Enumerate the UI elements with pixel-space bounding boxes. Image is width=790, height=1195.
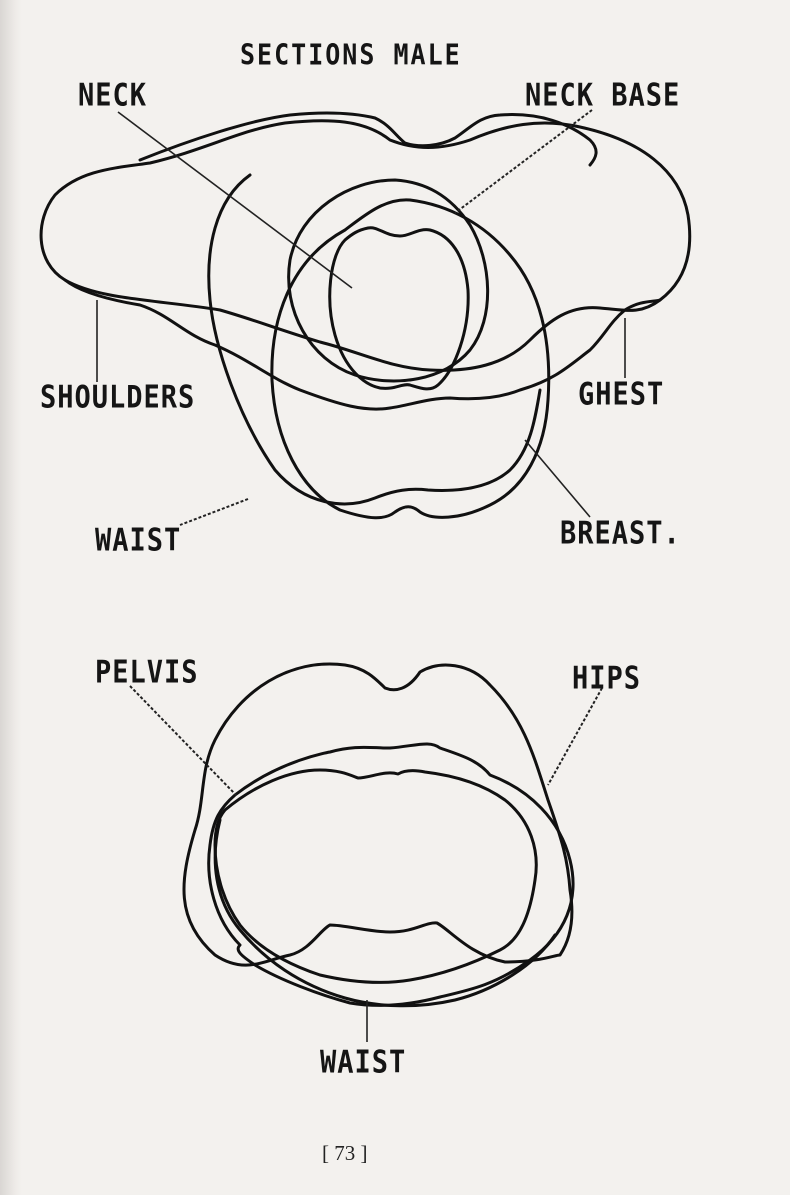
hips-outline bbox=[207, 742, 575, 1007]
shoulders-outline bbox=[39, 119, 692, 372]
neck-label: NECK bbox=[78, 78, 148, 114]
waist-outline-upper bbox=[207, 173, 542, 506]
shoulders-label: SHOULDERS bbox=[40, 380, 196, 416]
chest-outline bbox=[63, 278, 662, 411]
neck-leader bbox=[117, 111, 353, 289]
pelvis-leader bbox=[129, 685, 237, 796]
neck-base-outline bbox=[138, 111, 598, 167]
waist-leader-upper bbox=[179, 498, 249, 526]
page-gutter-shadow bbox=[0, 0, 22, 1195]
pelvis-outline bbox=[182, 662, 574, 967]
breast-leader bbox=[524, 439, 591, 518]
neck-base-label: NECK BASE bbox=[525, 78, 681, 114]
waist-outline-lower bbox=[213, 768, 538, 984]
waist-label-upper: WAIST bbox=[95, 523, 182, 559]
pelvis-label: PELVIS bbox=[95, 655, 199, 691]
figure-title: SECTIONS MALE bbox=[240, 38, 462, 72]
neck-outline bbox=[328, 226, 470, 391]
page-number: [ 73 ] bbox=[322, 1141, 368, 1165]
waist-label-lower: WAIST bbox=[320, 1045, 407, 1081]
chest-label: GHEST bbox=[578, 377, 665, 413]
hips-label: HIPS bbox=[572, 661, 642, 697]
breast-label: BREAST. bbox=[560, 516, 681, 552]
hips-leader bbox=[547, 687, 603, 786]
neck-base-ring bbox=[287, 178, 490, 383]
breast-outline bbox=[270, 198, 551, 520]
outer-waist-loop bbox=[213, 818, 557, 1008]
neck-base-leader bbox=[454, 109, 593, 214]
